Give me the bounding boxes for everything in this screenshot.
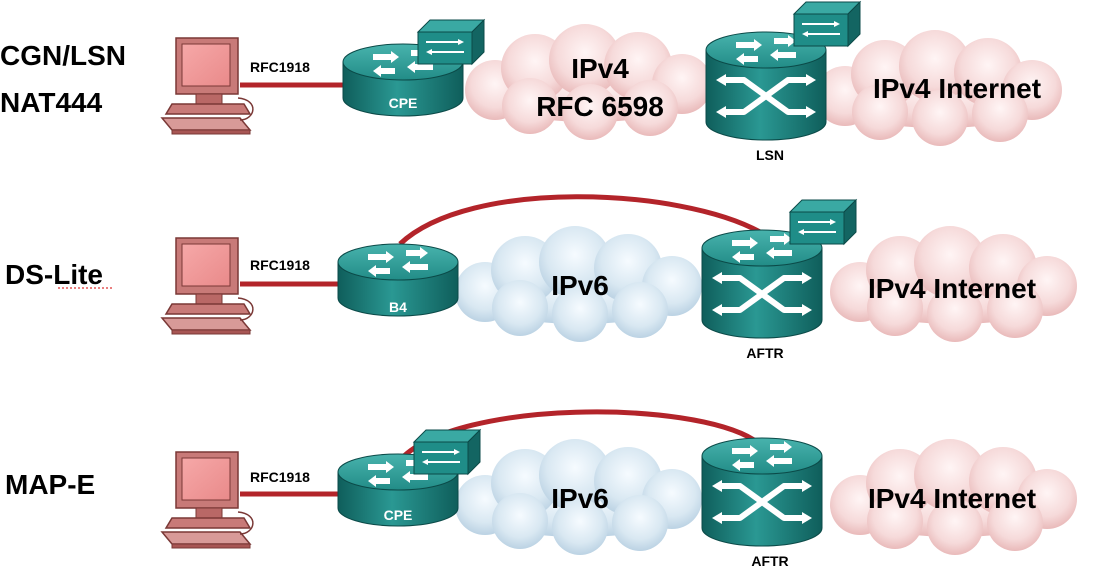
- row-title-line1: CGN/LSN: [0, 40, 126, 71]
- link-label: RFC1918: [250, 469, 310, 485]
- core-router-icon: [702, 230, 822, 338]
- link-label: RFC1918: [250, 257, 310, 273]
- b4-label: B4: [389, 299, 407, 315]
- core-label: AFTR: [746, 345, 783, 361]
- cloud-line2: RFC 6598: [536, 91, 664, 122]
- cloud-label: IPv6: [551, 270, 609, 301]
- internet-label: IPv4 Internet: [873, 73, 1041, 104]
- row-mape: MAP-E RFC1918 CPE IPv6 AFTR IPv4 Interne…: [5, 409, 1077, 569]
- cpe-label: CPE: [384, 507, 413, 523]
- tunnel-link: [398, 194, 762, 246]
- cloud-label: IPv6: [551, 483, 609, 514]
- row-cgn: CGN/LSN NAT444 RFC1918 CPE IPv4 RFC 6598…: [0, 1, 1062, 163]
- firewall-icon: [793, 1, 861, 47]
- row-title: DS-Lite: [5, 259, 103, 290]
- core-label: LSN: [756, 147, 784, 163]
- link-label: RFC1918: [250, 59, 310, 75]
- pc-icon: [161, 37, 254, 135]
- firewall-icon: [417, 19, 485, 65]
- core-router-icon: [706, 32, 826, 140]
- core-label: AFTR: [751, 553, 788, 569]
- firewall-icon: [789, 199, 857, 245]
- firewall-icon: [413, 429, 481, 475]
- row-title-line2: NAT444: [0, 87, 103, 118]
- internet-label: IPv4 Internet: [868, 273, 1036, 304]
- pc-icon: [161, 237, 254, 335]
- row-title: MAP-E: [5, 469, 95, 500]
- internet-label: IPv4 Internet: [868, 483, 1036, 514]
- cpe-label: CPE: [389, 95, 418, 111]
- row-dslite: DS-Lite RFC1918 B4 IPv6 AFTR IPv4 Intern…: [5, 194, 1077, 361]
- core-router-icon: [702, 438, 822, 546]
- cloud-line1: IPv4: [571, 53, 629, 84]
- pc-icon: [161, 451, 254, 549]
